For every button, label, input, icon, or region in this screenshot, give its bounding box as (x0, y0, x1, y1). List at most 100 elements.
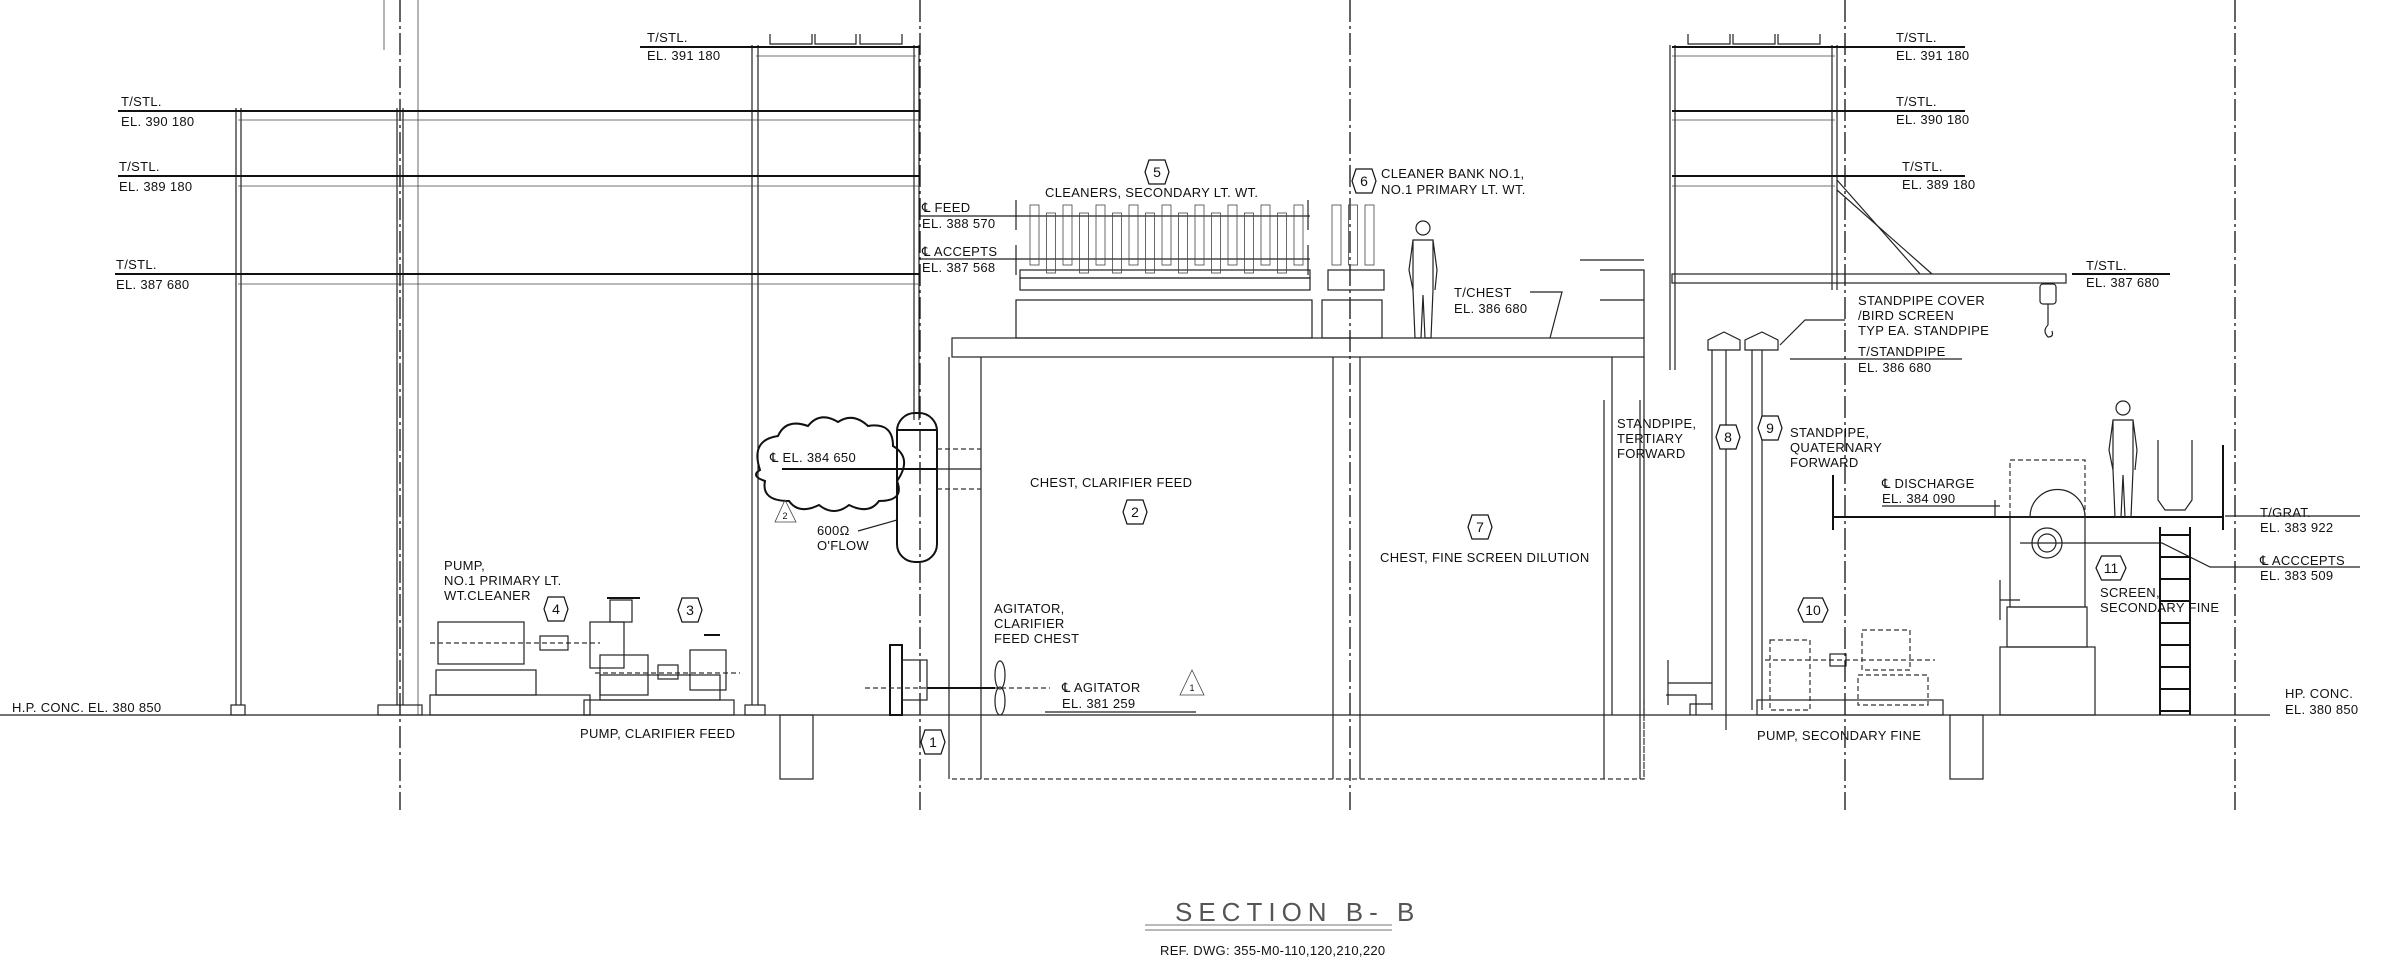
label-standpipe-tertiary: STANDPIPE, (1617, 416, 1696, 431)
label-tstl: T/STL. (647, 30, 688, 45)
label-tstl: T/STL. (116, 257, 157, 272)
left-steel-structure (115, 34, 920, 716)
equipment-tag-3: 3 (677, 597, 703, 623)
footing (779, 714, 814, 780)
label-tchest: T/CHEST (1454, 285, 1512, 300)
hexagon-icon (677, 597, 703, 623)
hexagon-icon (1715, 424, 1741, 450)
label-agitator: AGITATOR, (994, 601, 1065, 616)
cleaner-banks (920, 200, 1385, 339)
equipment-tags: 1 2 3 4 5 6 7 8 9 10 11 (543, 159, 2127, 755)
label-overflow: O'FLOW (817, 538, 869, 553)
label-el: EL. 391 180 (647, 48, 720, 63)
equipment-tag-number: 8 (1724, 429, 1732, 445)
cleaner-tube (1062, 204, 1073, 266)
label-el: EL. 387 568 (922, 260, 995, 275)
revision-cloud: ℄ EL. 384 650 (755, 416, 937, 512)
equipment-tag-11: 11 (2095, 555, 2127, 581)
section-title-block: SECTION B- B REF. DWG: 355-M0-110,120,21… (1145, 897, 1414, 958)
label-chest-clarifier-feed: CHEST, CLARIFIER FEED (1030, 475, 1192, 490)
label-accepts: ℄ ACCEPTS (921, 244, 997, 259)
label-overflow-el: ℄ EL. 384 650 (769, 450, 856, 465)
chests (948, 259, 1645, 780)
cleaner-tube (1178, 212, 1188, 274)
label-pump-primary: PUMP, (444, 558, 485, 573)
label-standpipe-cover: STANDPIPE COVER (1858, 293, 1985, 308)
label-chest-fine-screen: CHEST, FINE SCREEN DILUTION (1380, 550, 1590, 565)
pumps-left (429, 597, 740, 716)
label-standpipe-quaternary: FORWARD (1790, 455, 1859, 470)
equipment-tag-10: 10 (1797, 597, 1829, 623)
label-pump-primary: NO.1 PRIMARY LT. (444, 573, 562, 588)
hexagon-icon (1797, 597, 1829, 623)
label-standpipe-tertiary: FORWARD (1617, 446, 1686, 461)
label-tstandpipe: T/STANDPIPE (1858, 344, 1946, 359)
overflow-pipe (896, 412, 981, 563)
label-overflow-size: 600Ω (817, 523, 850, 538)
label-el: EL. 390 180 (121, 114, 194, 129)
label-cleaner-bank: NO.1 PRIMARY LT. WT. (1381, 182, 1526, 197)
equipment-tag-2: 2 (1122, 499, 1148, 525)
equipment-tag-number: 1 (929, 734, 937, 750)
hexagon-icon (2095, 555, 2127, 581)
cleaner-tube (1348, 204, 1358, 266)
label-discharge: ℄ DISCHARGE (1881, 476, 1975, 491)
label-el: EL. 388 570 (922, 216, 995, 231)
label-agitator: CLARIFIER (994, 616, 1065, 631)
equipment-tag-number: 11 (2104, 560, 2119, 576)
equipment-tag-number: 6 (1360, 173, 1368, 189)
reference-drawing: REF. DWG: 355-M0-110,120,210,220 (1160, 943, 1385, 958)
cleaner-tube (1161, 204, 1172, 266)
label-agitator: FEED CHEST (994, 631, 1079, 646)
label-cleaner-bank: CLEANER BANK NO.1, (1381, 166, 1524, 181)
equipment-tag-number: 3 (686, 602, 694, 618)
label-screen-secondary: SECONDARY FINE (2100, 600, 2219, 615)
hexagon-icon (920, 729, 946, 755)
equipment-tag-number: 10 (1805, 602, 1821, 618)
equipment-names: CHEST, CLARIFIER FEED PUMP, CLARIFIER FE… (444, 166, 2219, 743)
label-tgrat: T/GRAT. (2260, 505, 2311, 520)
label-tstl: T/STL. (119, 159, 160, 174)
label-pump-primary: WT.CLEANER (444, 588, 531, 603)
label-cleaners-secondary: CLEANERS, SECONDARY LT. WT. (1045, 185, 1258, 200)
equipment-tag-number: 7 (1476, 519, 1484, 535)
label-tstl: T/STL. (1902, 159, 1943, 174)
screen-platform (1832, 445, 2224, 716)
elevation-labels: T/STL. EL. 390 180 T/STL. EL. 389 180 T/… (12, 30, 2360, 717)
hexagon-icon (1144, 159, 1170, 185)
hexagon-icon (543, 596, 569, 622)
right-steel-structure (1669, 34, 2170, 370)
svg-text:2: 2 (782, 511, 787, 521)
label-accepts: ℄ ACCCEPTS (2259, 553, 2345, 568)
equipment-tag-number: 9 (1766, 420, 1774, 436)
agitator: ℄ AGITATOR EL. 381 259 (865, 644, 1196, 716)
standpipes (1603, 319, 1845, 779)
label-hp-conc: HP. CONC. (2285, 686, 2353, 701)
cleaner-tube (1145, 212, 1155, 274)
label-tstl: T/STL. (121, 94, 162, 109)
label-el: EL. 391 180 (1896, 48, 1969, 63)
person-figure-icon (1408, 220, 1438, 339)
equipment-tag-number: 4 (552, 601, 560, 617)
cleaner-tube (1194, 204, 1205, 266)
label-standpipe-cover: /BIRD SCREEN (1858, 308, 1954, 323)
label-tstl: T/STL. (1896, 94, 1937, 109)
label-el: EL. 389 180 (1902, 177, 1975, 192)
equipment-tag-number: 5 (1153, 164, 1161, 180)
equipment-tag-9: 9 (1757, 415, 1783, 441)
label-el: EL. 383 922 (2260, 520, 2333, 535)
label-el: EL. 387 680 (116, 277, 189, 292)
equipment-tag-5: 5 (1144, 159, 1170, 185)
cleaner-tube (1331, 204, 1342, 266)
label-standpipe-quaternary: QUATERNARY (1790, 440, 1882, 455)
label-el: EL. 387 680 (2086, 275, 2159, 290)
hexagon-icon (1351, 168, 1377, 194)
pump-secondary-fine (1756, 629, 1944, 716)
revision-triangle-1: 1 (1179, 669, 1205, 696)
cleaner-tube (1277, 212, 1287, 274)
hexagon-icon (1467, 514, 1493, 540)
label-standpipe-quaternary: STANDPIPE, (1790, 425, 1869, 440)
equipment-tag-4: 4 (543, 596, 569, 622)
label-agitator-cl: ℄ AGITATOR (1061, 680, 1141, 695)
